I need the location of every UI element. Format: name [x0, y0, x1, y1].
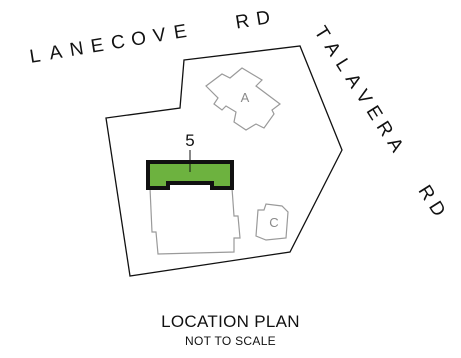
lanecove-road-letter: E — [172, 21, 188, 44]
lot-5-highlight — [146, 160, 234, 190]
talavera-road-letter: T — [310, 23, 334, 44]
lanecove-road-letter: V — [152, 24, 168, 47]
talavera-road-letter: A — [383, 134, 408, 156]
building-c-outline — [255, 203, 289, 241]
talavera-road-letter: L — [331, 55, 354, 75]
lanecove-road-letter: R — [234, 11, 251, 34]
lanecove-road-letter: E — [89, 35, 105, 58]
building-a-label: A — [241, 90, 250, 105]
building-c: C — [255, 203, 289, 241]
talavera-road-letter: A — [341, 70, 366, 92]
main-building-outline — [149, 183, 241, 255]
talavera-road-letter: R — [372, 118, 397, 141]
talavera-road-letter: E — [362, 102, 387, 124]
talavera-road-letter: A — [320, 38, 345, 60]
lanecove-road-letter: A — [48, 42, 64, 65]
caption-title: LOCATION PLAN — [161, 312, 300, 331]
lanecove-road-letter: L — [28, 45, 42, 67]
lanecove-road-letter: D — [255, 7, 272, 30]
building-a-outline — [205, 67, 281, 131]
caption-subtitle: NOT TO SCALE — [185, 334, 276, 348]
lot-5-label: 5 — [185, 131, 194, 150]
lanecove-road-letter: O — [130, 28, 148, 51]
lanecove-road-letter: N — [68, 38, 85, 61]
lanecove-road-letter: C — [110, 31, 127, 54]
talavera-road-letter: V — [351, 86, 376, 108]
site-boundary — [105, 45, 343, 277]
lot-5: 5 — [146, 131, 234, 190]
building-a: A — [205, 67, 281, 131]
talavera-road-letter: D — [424, 198, 449, 221]
building-c-label: C — [269, 215, 278, 230]
